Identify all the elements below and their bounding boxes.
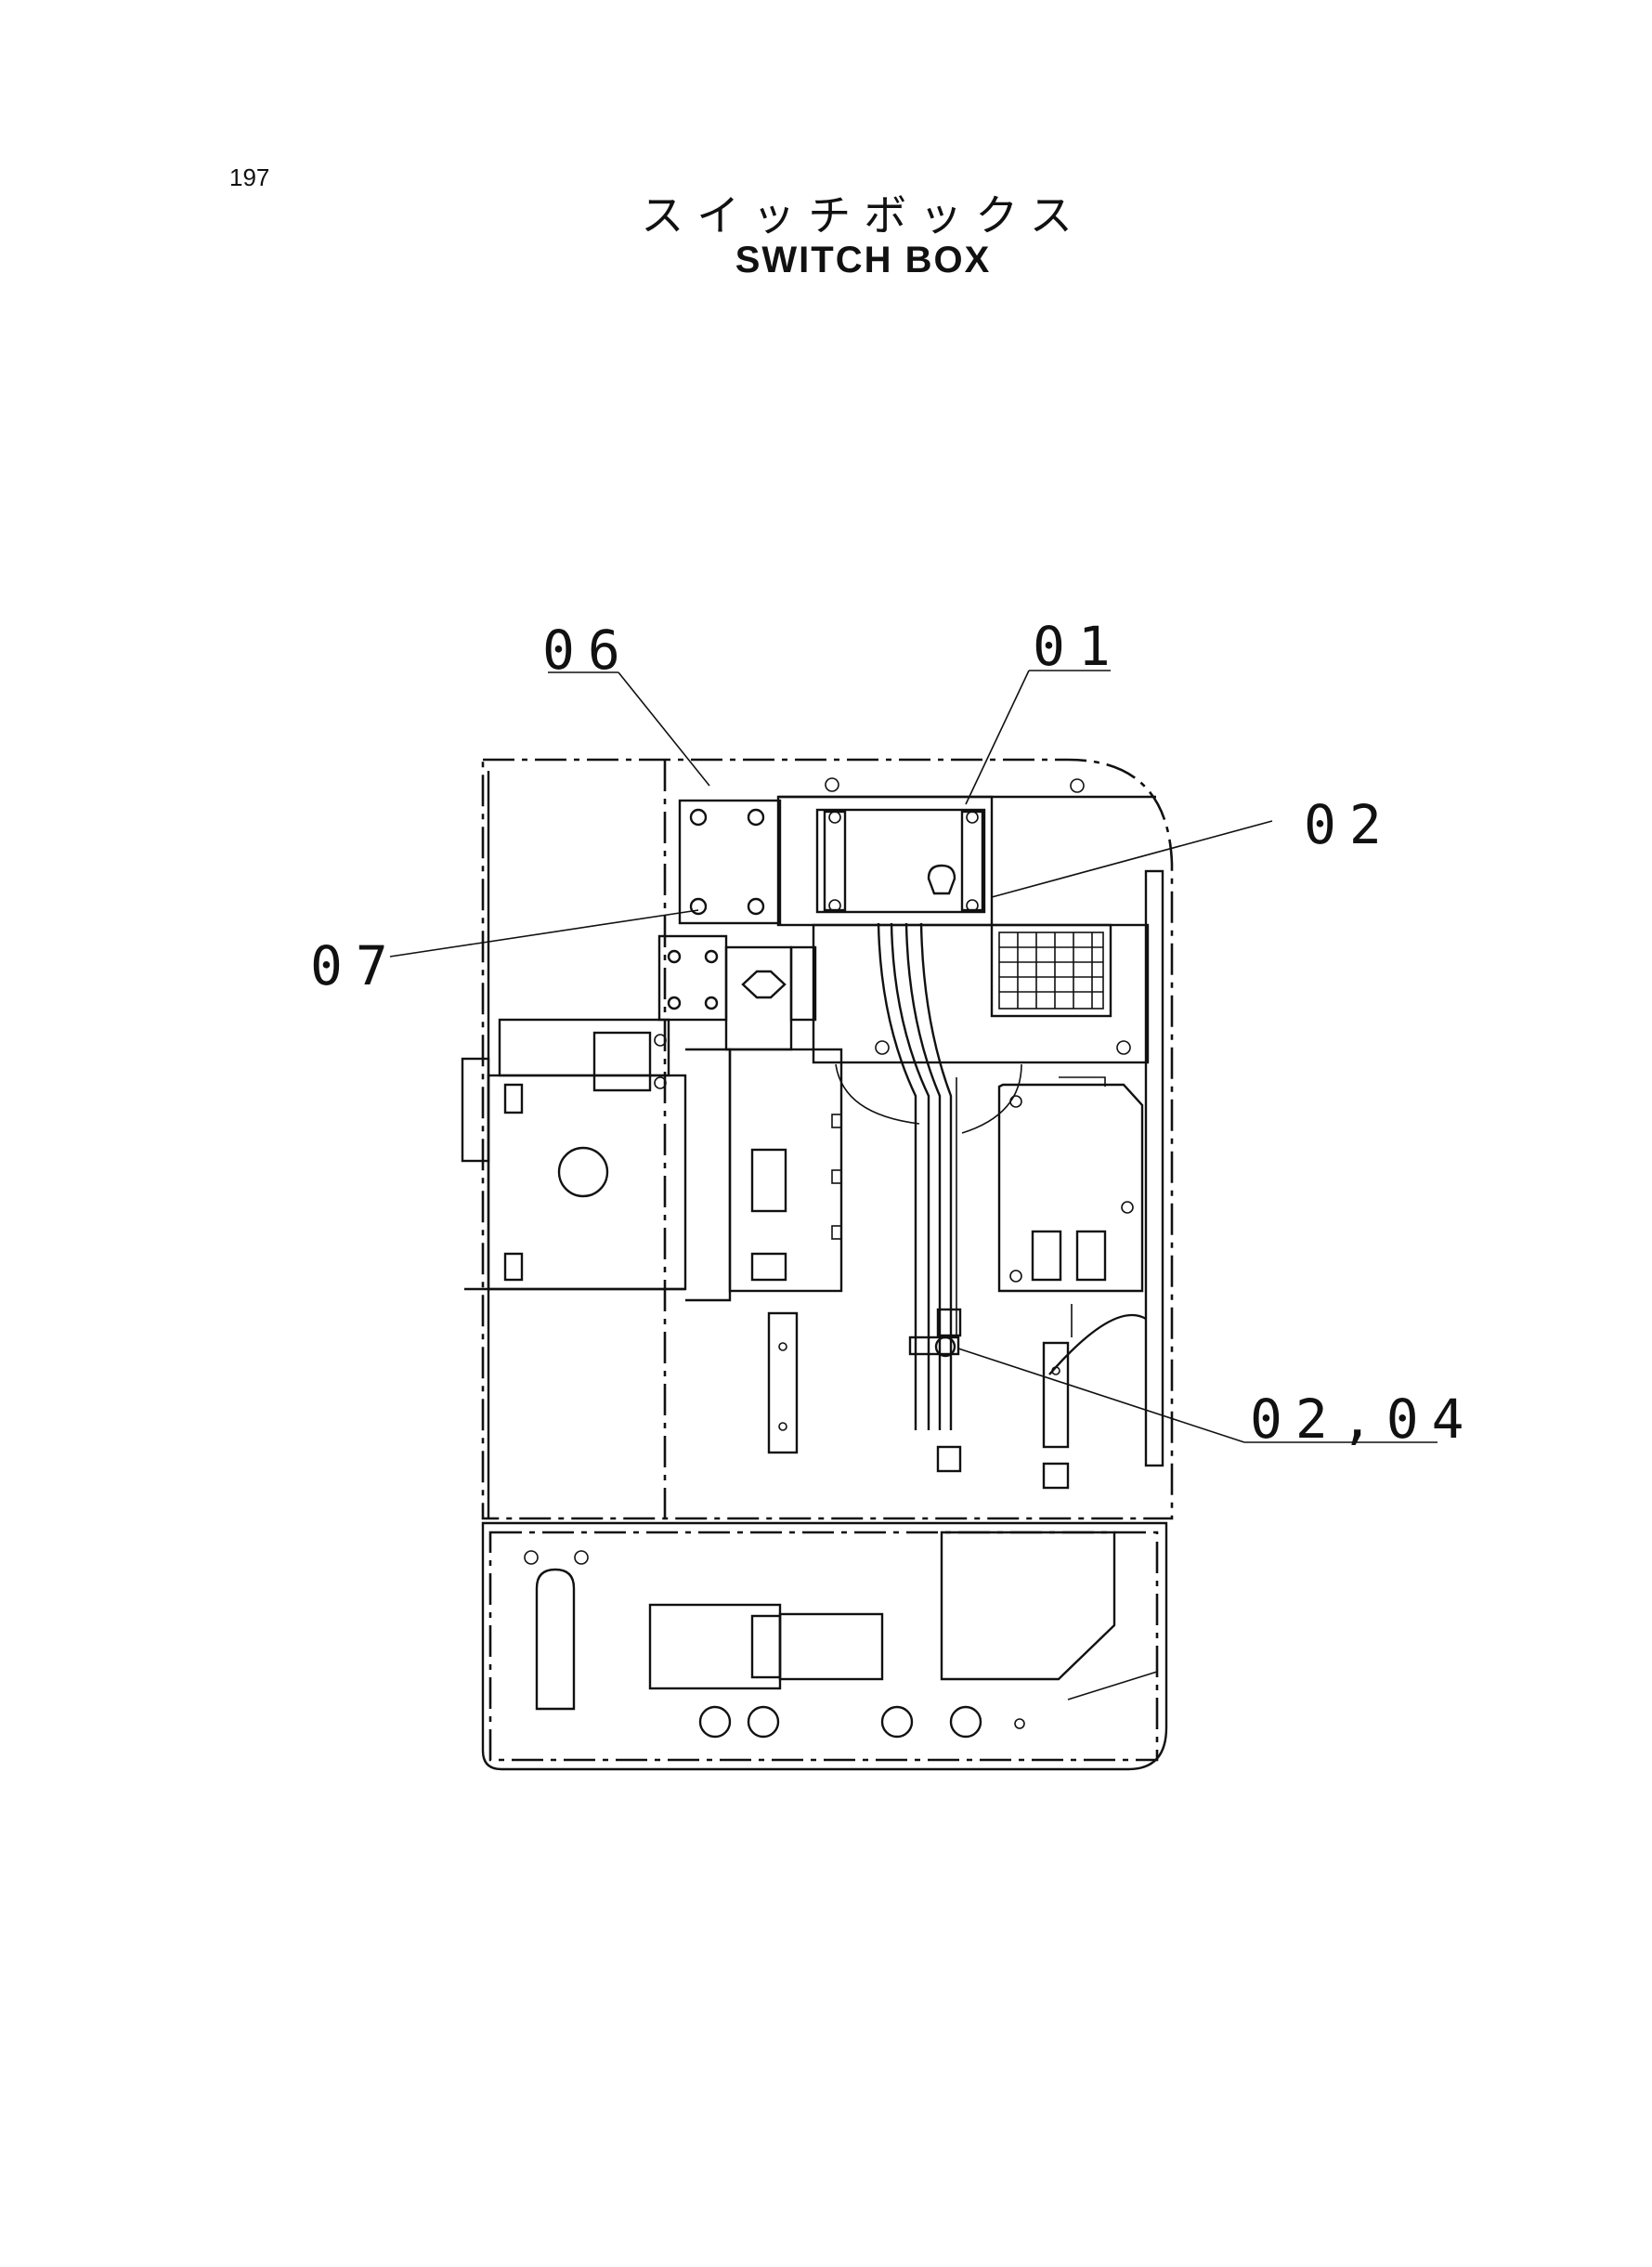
callout-02-04: 02,04 xyxy=(1250,1388,1477,1451)
mounting-bracket xyxy=(678,799,782,925)
cable-harness xyxy=(835,922,1022,1430)
right-rail xyxy=(1144,869,1164,1467)
terminal-panel xyxy=(812,778,1150,1064)
relay-box xyxy=(997,1076,1147,1490)
callout-02: 02 xyxy=(1304,793,1395,856)
terminal-grid xyxy=(998,932,1104,1010)
callout-01: 01 xyxy=(1033,615,1124,678)
page-number: 197 xyxy=(229,163,270,191)
cable-clamp xyxy=(908,1308,962,1473)
switch-box-unit xyxy=(776,777,1156,927)
leader-lines xyxy=(389,670,1437,1443)
base-plate xyxy=(481,1521,1168,1771)
valve-block xyxy=(461,934,817,1302)
vertical-bracket xyxy=(728,1048,843,1454)
callout-07: 07 xyxy=(310,934,401,997)
title-japanese: スイッチボックス xyxy=(641,191,1086,240)
title-english: SWITCH BOX xyxy=(735,240,992,280)
callout-06: 06 xyxy=(542,619,633,682)
